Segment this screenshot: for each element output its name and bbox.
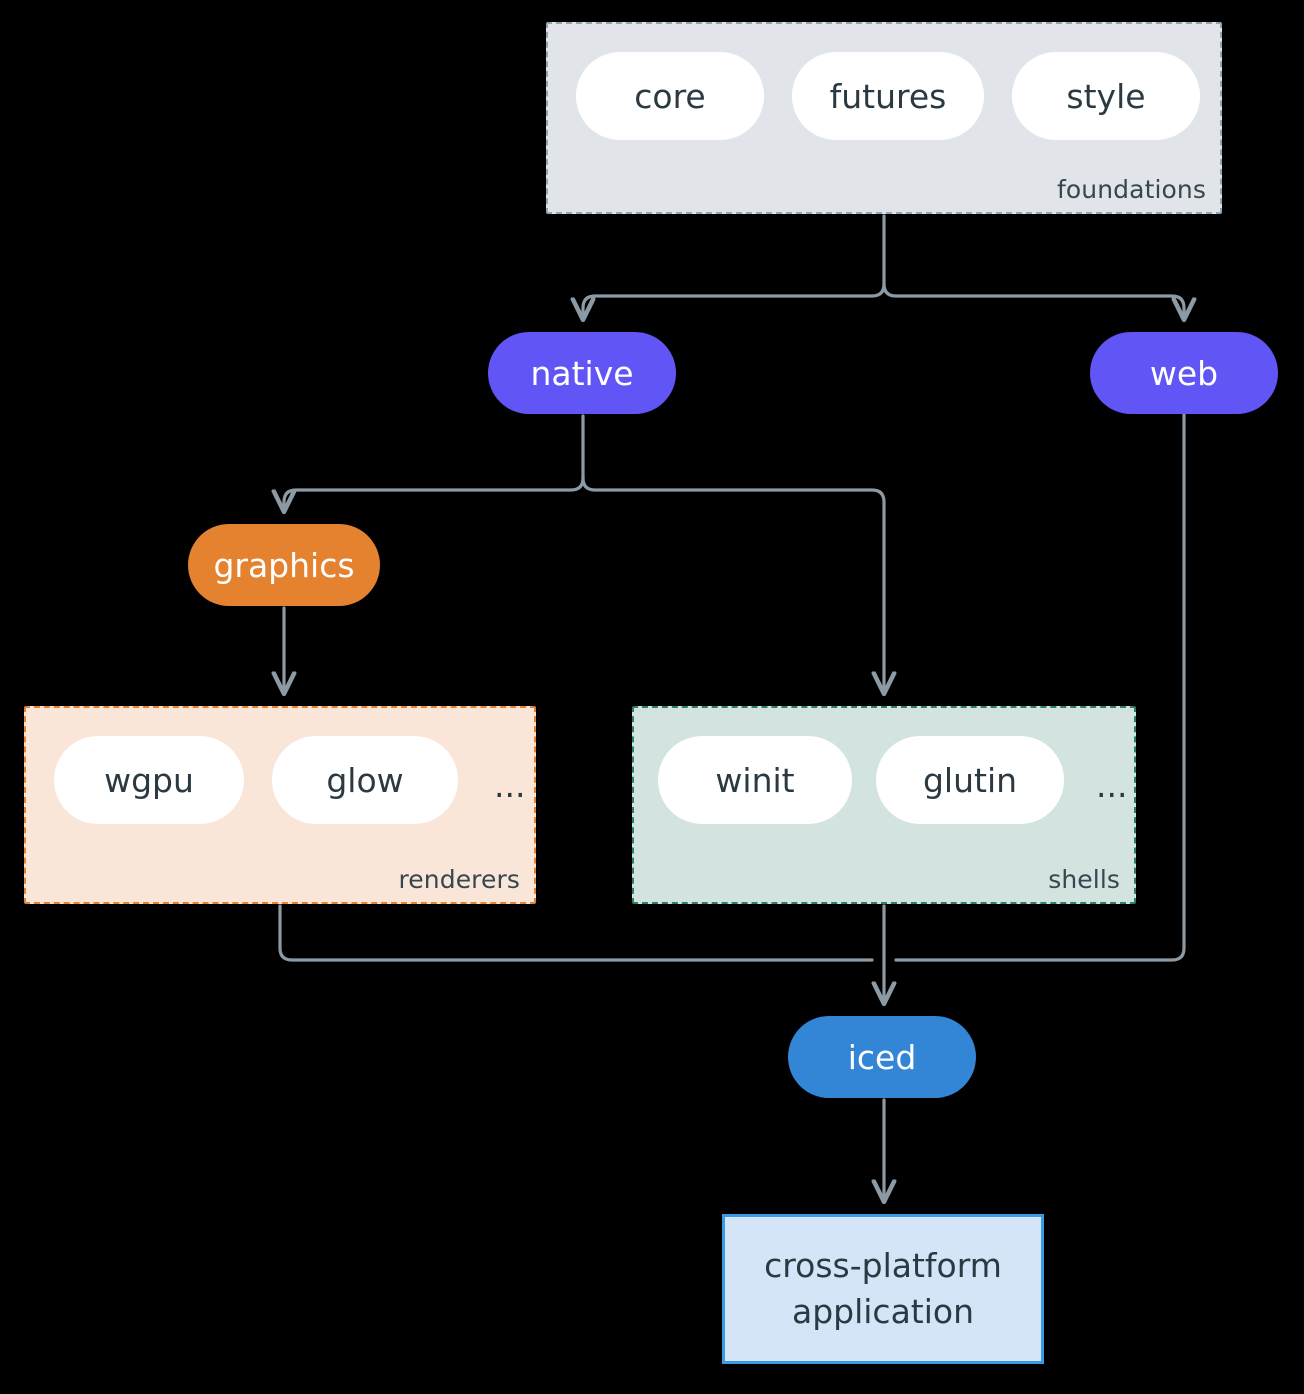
foundations-items: core futures style [576, 52, 1200, 140]
pill-wgpu[interactable]: wgpu [54, 736, 244, 824]
edge-native-to-shells [581, 476, 884, 692]
node-iced[interactable]: iced [788, 1016, 976, 1098]
group-shells: winit glutin ... shells [632, 706, 1136, 904]
shells-items: winit glutin ... [658, 736, 1135, 824]
group-label-renderers: renderers [398, 865, 520, 894]
pill-winit[interactable]: winit [658, 736, 852, 824]
renderers-items: wgpu glow ... [54, 736, 533, 824]
pill-futures[interactable]: futures [792, 52, 984, 140]
edge-foundations-to-native [583, 282, 886, 318]
group-label-shells: shells [1048, 865, 1120, 894]
node-cross-platform-application[interactable]: cross-platform application [722, 1214, 1044, 1364]
group-foundations: core futures style foundations [546, 22, 1222, 214]
pill-core[interactable]: core [576, 52, 764, 140]
app-label-line1: cross-platform [764, 1245, 1002, 1285]
shells-more-ellipsis: ... [1096, 765, 1128, 805]
group-label-foundations: foundations [1057, 175, 1206, 204]
pill-glow[interactable]: glow [272, 736, 458, 824]
group-renderers: wgpu glow ... renderers [24, 706, 536, 904]
edge-native-to-graphics [284, 476, 585, 510]
node-web[interactable]: web [1090, 332, 1278, 414]
node-graphics[interactable]: graphics [188, 524, 380, 606]
edge-renderers-to-merge [278, 904, 874, 962]
edge-foundations-to-web [882, 282, 1184, 318]
app-label-line2: application [791, 1292, 975, 1331]
pill-glutin[interactable]: glutin [876, 736, 1064, 824]
pill-style[interactable]: style [1012, 52, 1200, 140]
node-native[interactable]: native [488, 332, 676, 414]
renderers-more-ellipsis: ... [494, 765, 526, 805]
